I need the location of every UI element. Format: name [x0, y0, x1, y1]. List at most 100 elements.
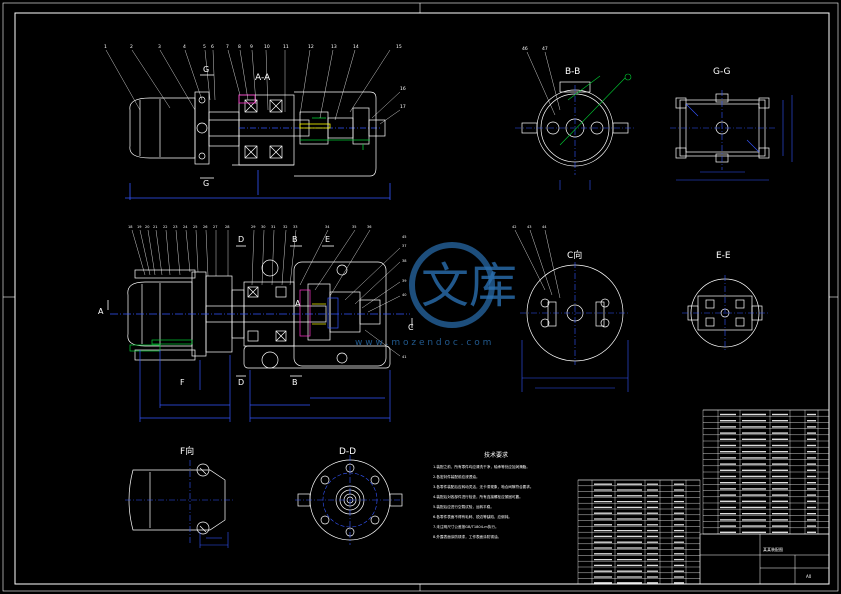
- balloon-28: 28: [225, 225, 229, 229]
- balloon-29: 29: [251, 225, 255, 229]
- watermark: 文库 w w w . m o z e n d o c . c o m: [355, 242, 517, 348]
- balloon-19: 19: [137, 225, 141, 229]
- section-dd-accents: [295, 455, 405, 545]
- view-title-ee: E-E: [716, 251, 731, 261]
- mark-d-top: D: [238, 235, 244, 244]
- balloon-23: 23: [173, 225, 177, 229]
- balloon-40: 40: [402, 293, 406, 297]
- mark-e-top: E: [325, 235, 330, 244]
- balloon-30: 30: [261, 225, 265, 229]
- middle-view-accents: [110, 289, 410, 422]
- balloon-44: 44: [542, 225, 547, 229]
- balloon-35: 35: [352, 225, 356, 229]
- balloon-34: 34: [325, 225, 330, 229]
- tech-req-line-4: 4.装配后对各部件进行检查，所有连接螺栓应紧固可靠。: [433, 494, 523, 499]
- balloon-22: 22: [163, 225, 167, 229]
- balloon-41: 41: [402, 355, 406, 359]
- title-block-drawing-name: 某某装配图: [763, 546, 783, 552]
- view-f: [128, 463, 226, 535]
- middle-leader-lines: [131, 229, 561, 357]
- mark-a-right: A: [295, 299, 301, 308]
- view-title-gg: G-G: [713, 67, 731, 77]
- mark-a-left: A: [98, 307, 104, 316]
- balloon-16: 16: [400, 86, 406, 92]
- balloon-31: 31: [271, 225, 275, 229]
- balloon-45: 45: [402, 235, 406, 239]
- top-view-accents: [125, 94, 391, 200]
- tech-req-line-6: 6.各零件表面不得有毛刺、锐边等缺陷，应倒钝。: [433, 514, 512, 519]
- mark-b-bottom: B: [292, 378, 298, 387]
- balloon-21: 21: [153, 225, 157, 229]
- view-title-dd: D-D: [339, 447, 356, 457]
- mark-c-right: C: [408, 323, 414, 332]
- balloon-7: 7: [226, 44, 229, 50]
- balloon-20: 20: [145, 225, 149, 229]
- view-f-accents: [125, 460, 235, 548]
- tech-req-line-1: 1.装配之前，所有零件均应清洗干净，轴承等处应加润滑脂。: [433, 464, 530, 469]
- tech-req-line-2: 2.各密封件装配前应浸透油。: [433, 474, 480, 479]
- balloon-39: 39: [402, 279, 406, 283]
- view-title-bb: B-B: [565, 67, 580, 77]
- view-title-f: F向: [180, 445, 194, 457]
- tech-req-title: 技术要求: [484, 451, 508, 459]
- balloon-26: 26: [203, 225, 207, 229]
- top-section-marks: A-A G G: [200, 65, 271, 188]
- tech-req-line-8: 8.外露表面涂防锈漆，工作表面涂防锈油。: [433, 534, 501, 539]
- mark-f: F: [180, 378, 185, 387]
- tech-req-line-3: 3.各零件装配后应转动灵活，无卡滞现象，啮合间隙符合要求。: [433, 484, 533, 489]
- balloon-12: 12: [308, 44, 314, 50]
- mark-g-bottom: G: [203, 179, 209, 188]
- balloon-17: 17: [400, 104, 406, 110]
- view-title-aa: A-A: [255, 73, 271, 83]
- balloon-36: 36: [367, 225, 371, 229]
- balloon-38: 38: [402, 259, 406, 263]
- mark-d-bottom: D: [238, 378, 244, 387]
- mark-g-top: G: [203, 65, 209, 74]
- middle-section-marks: A A C D D B B E F: [98, 235, 414, 387]
- title-block-sheet: A0: [806, 574, 812, 579]
- balloon-5: 5: [203, 44, 206, 50]
- top-balloon-labels: 1 2 3 4 5 6 7 8 9 10 11 12 13 14 15 16 1…: [104, 44, 406, 110]
- watermark-text-cn: 文库: [421, 258, 517, 314]
- balloon-11: 11: [283, 44, 289, 50]
- balloon-47: 47: [542, 46, 548, 52]
- balloon-43: 43: [527, 225, 531, 229]
- balloon-33: 33: [293, 225, 297, 229]
- technical-requirements: 技术要求 1.装配之前，所有零件均应清洗干净，轴承等处应加润滑脂。 2.各密封件…: [433, 451, 533, 539]
- balloon-4: 4: [183, 44, 186, 50]
- balloon-3: 3: [158, 44, 161, 50]
- mark-b-top: B: [292, 235, 298, 244]
- view-title-c: C向: [567, 249, 582, 261]
- section-bb-accents: [515, 51, 635, 190]
- view-c-accents: [520, 262, 630, 392]
- balloon-6: 6: [211, 44, 214, 50]
- parts-list-table: [577, 409, 830, 585]
- watermark-text-latin: w w w . m o z e n d o c . c o m: [355, 338, 491, 348]
- balloon-42: 42: [512, 225, 516, 229]
- title-block: [699, 533, 830, 585]
- balloon-2: 2: [130, 44, 133, 50]
- balloon-9: 9: [250, 44, 253, 50]
- tech-req-line-7: 7.未注明尺寸公差按GB/T1804-m执行。: [433, 524, 499, 529]
- balloon-37: 37: [402, 244, 406, 248]
- section-ee-accents: [682, 275, 768, 352]
- balloon-46: 46: [522, 46, 528, 52]
- balloon-27: 27: [213, 225, 217, 229]
- balloon-15: 15: [396, 44, 402, 50]
- balloon-10: 10: [264, 44, 270, 50]
- balloon-14: 14: [353, 44, 359, 50]
- balloon-8: 8: [238, 44, 241, 50]
- middle-balloon-labels: 18 19 20 21 22 23 24 25 26 27 28 29 30 3…: [128, 225, 547, 359]
- balloon-24: 24: [183, 225, 188, 229]
- balloon-32: 32: [283, 225, 287, 229]
- balloon-25: 25: [193, 225, 197, 229]
- top-assembly-view: [129, 91, 386, 177]
- balloon-18: 18: [128, 225, 132, 229]
- balloon-13: 13: [331, 44, 337, 50]
- tech-req-line-5: 5.装配后应进行空载试验，运转平稳。: [433, 504, 494, 509]
- section-gg-accents: [670, 90, 793, 181]
- top-leader-lines: [105, 49, 401, 125]
- balloon-1: 1: [104, 44, 107, 50]
